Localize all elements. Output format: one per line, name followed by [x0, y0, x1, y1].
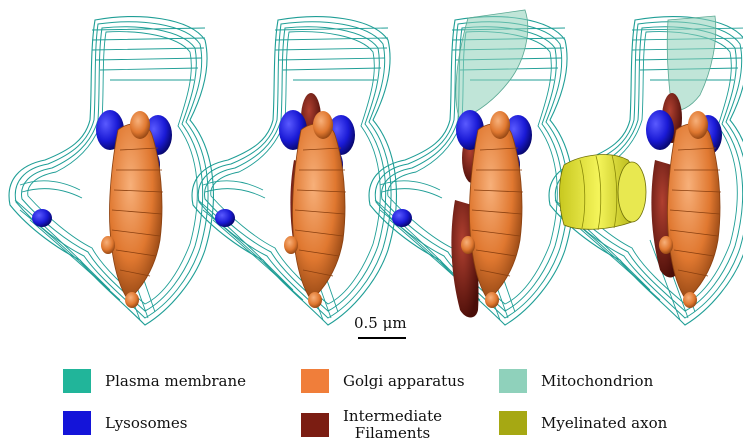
legend-label: Myelinated axon — [541, 413, 668, 432]
legend-item-lysosomes: Lysosomes — [63, 411, 187, 435]
legend-item-myelinated-axon: Myelinated axon — [499, 411, 667, 435]
legend-label: Mitochondrion — [541, 371, 654, 390]
panel-3 — [368, 9, 574, 326]
legend-swatch — [301, 413, 329, 437]
legend-label: Plasma membrane — [105, 371, 247, 390]
legend-swatch — [63, 411, 91, 435]
scale-bar — [358, 337, 406, 339]
legend-swatch — [499, 411, 527, 435]
cell-reconstruction-figure — [8, 9, 743, 326]
legend-label: Intermediate Filaments — [343, 407, 443, 442]
legend-item-plasma-membrane: Plasma membrane — [63, 369, 246, 393]
panel-1 — [8, 16, 214, 326]
panel-2 — [191, 16, 397, 326]
legend-item-golgi-apparatus: Golgi apparatus — [301, 369, 465, 393]
scale-bar-label: 0.5 μm — [354, 314, 407, 332]
myelinated-axon — [559, 154, 647, 231]
legend-swatch — [63, 369, 91, 393]
panel-4 — [548, 15, 743, 326]
legend-item-mitochondrion: Mitochondrion — [499, 369, 653, 393]
legend-label: Golgi apparatus — [343, 371, 465, 390]
legend-label: Lysosomes — [105, 413, 188, 432]
legend-swatch — [499, 369, 527, 393]
legend-item-intermediate-filaments: Intermediate Filaments — [301, 408, 442, 442]
legend-swatch — [301, 369, 329, 393]
